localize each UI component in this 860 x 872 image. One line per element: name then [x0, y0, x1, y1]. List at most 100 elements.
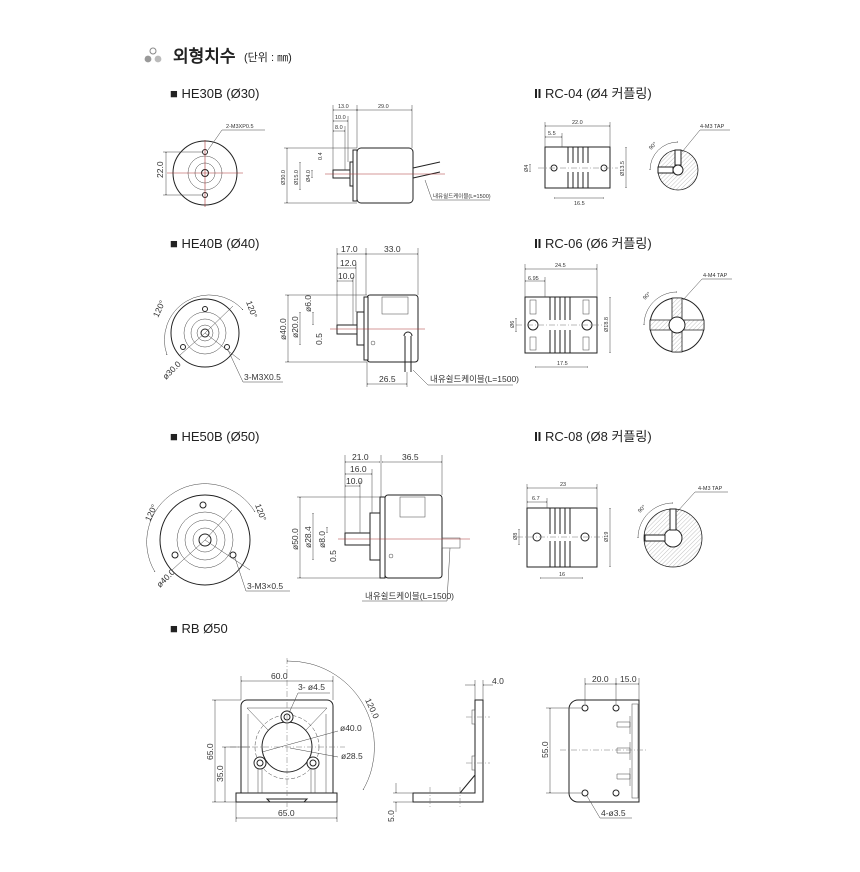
dim-36-5: 36.5: [402, 452, 419, 462]
dim-10: 10.0: [346, 476, 363, 486]
hole-label: 3-M3×0.5: [247, 581, 283, 591]
dim-dia-shaft: Ø4.0: [306, 170, 312, 182]
cable-label: 내유쉴드케이블(L=1500): [430, 374, 519, 384]
rb-side-view: 4.0 5.0: [386, 676, 504, 822]
dim-angle: 120.0: [363, 697, 381, 721]
dim-pitch: 17.5: [557, 361, 568, 367]
angle-2: 120°: [253, 502, 268, 522]
dim-length: 23: [560, 482, 566, 488]
dim-center-height: 35.0: [215, 765, 225, 782]
dim-13: 13.0: [338, 104, 349, 110]
dim-16: 16.0: [350, 464, 367, 474]
he40b-title: ■ HE40B (Ø40): [170, 236, 260, 251]
he40b-side-view: 17.0 33.0 12.0 10.0 ø40.0 ø20.0 ø6.0 0.5…: [278, 244, 519, 387]
he30b-section: ■ HE30B (Ø30) 22.0 2-M3XP0.5 13.0: [155, 86, 491, 207]
hole-label: 2-M3XP0.5: [226, 124, 254, 130]
he50b-title: ■ HE50B (Ø50): [170, 429, 260, 444]
three-dots-icon: [144, 47, 162, 63]
rc06-section: RC-06 (Ø6 커플링) 24.5 6.95 17.5 Ø6 Ø18.8 9…: [510, 236, 732, 368]
header: 외형치수 (단위 : ㎜): [144, 46, 292, 66]
dim-dia-body: ø50.0: [290, 528, 300, 550]
dim-dia-hub: Ø15.0: [294, 170, 300, 185]
dim-gap: 0.5: [314, 333, 324, 345]
dim-12: 12.0: [340, 258, 357, 268]
he50b-front-view: 120° 120° ø40.0 3-M3×0.5: [143, 483, 290, 592]
rb-title: ■ RB Ø50: [170, 621, 228, 636]
he40b-section: ■ HE40B (Ø40) 120° 120° ø30.0 3-M3X0.5: [151, 236, 519, 387]
dim-length: 22.0: [572, 120, 583, 126]
dim-8: 8.0: [335, 125, 343, 131]
dim-dia-body: Ø30.0: [281, 170, 287, 185]
he30b-title: ■ HE30B (Ø30): [170, 86, 260, 101]
dim-od: Ø18.8: [604, 317, 610, 332]
dim-pitch: 22.0: [155, 161, 165, 178]
page-title: 외형치수: [173, 46, 236, 66]
dim-od: Ø19: [604, 532, 610, 542]
angle: 90°: [637, 504, 647, 514]
rc04-section: RC-04 (Ø4 커플링) 22.0 5.5 16.5 Ø4 Ø13.5 90…: [524, 86, 730, 207]
angle-2: 120°: [244, 299, 259, 319]
dim-pitch-15: 15.0: [620, 674, 637, 684]
dim-width-base: 65.0: [278, 808, 295, 818]
angle: 90°: [648, 141, 658, 151]
dim-cable-pos: 26.5: [379, 374, 396, 384]
dim-bore: Ø8: [513, 533, 519, 540]
cable-label: 내유쉴드케이블(L=1500): [365, 591, 454, 601]
dim-dia-hub: ø20.0: [290, 316, 300, 338]
tap-label: 4-M3 TAP: [698, 486, 723, 492]
dim-pitch: 16.5: [574, 201, 585, 207]
dim-width-top: 60.0: [271, 671, 288, 681]
rc06-section-view: 90° 4-M4 TAP: [642, 273, 732, 353]
dim-pitch-20: 20.0: [592, 674, 609, 684]
dim-29: 29.0: [378, 104, 389, 110]
rc08-section: RC-08 (Ø8 커플링) 23 6.7 16 Ø8 Ø19 90° 4-M3…: [513, 429, 728, 579]
dim-dia-shaft: ø8.0: [317, 531, 327, 548]
he40b-front-view: 120° 120° ø30.0 3-M3X0.5: [151, 294, 283, 383]
dim-dia-hub: ø28.4: [303, 526, 313, 548]
he50b-section: ■ HE50B (Ø50) 120° 120° ø40.0 3-M3×0.5: [143, 429, 470, 602]
dim-vertical-pitch: 55.0: [540, 741, 550, 758]
dim-holes: 3- ø4.5: [298, 682, 325, 692]
rb-front-view: 60.0 3- ø4.5 120.0 ø40.0 ø28.5 65.0 35.0…: [205, 658, 381, 822]
dim-bore: Ø6: [510, 321, 516, 328]
dim-holes: 4-ø3.5: [601, 808, 626, 818]
angle: 90°: [642, 291, 652, 301]
dim-edge: 5.5: [548, 131, 556, 137]
he50b-side-view: 21.0 36.5 16.0 10.0 ø50.0 ø28.4 ø8.0 0.5…: [290, 452, 470, 602]
dim-21: 21.0: [352, 452, 369, 462]
dim-gap: 0.4: [318, 152, 324, 160]
dim-od: Ø13.5: [620, 161, 626, 176]
angle-1: 120°: [143, 503, 159, 523]
rc04-title: RC-04 (Ø4 커플링): [545, 86, 652, 101]
unit-label: (단위 : ㎜): [244, 51, 292, 64]
hole-label: 3-M3X0.5: [244, 372, 281, 382]
tap-label: 4-M4 TAP: [703, 273, 728, 279]
dim-gap: 0.5: [328, 550, 338, 562]
pcd: ø40.0: [154, 567, 177, 590]
rb-section: ■ RB Ø50 60.0 3- ø4.5 120.0 ø40.0 ø28.5: [170, 621, 648, 822]
dim-thickness-vertical: 4.0: [492, 676, 504, 686]
dim-17: 17.0: [341, 244, 358, 254]
dim-thickness-horizontal: 5.0: [386, 810, 396, 822]
dim-dia-body: ø40.0: [278, 318, 288, 340]
pcd: ø30.0: [160, 359, 183, 382]
dim-edge: 6.7: [532, 496, 540, 502]
dim-length: 24.5: [555, 263, 566, 269]
dim-10: 10.0: [335, 115, 346, 121]
cable-label: 내유쉴드케이블(L=1500): [433, 192, 491, 200]
rc08-side-view: 23 6.7 16 Ø8 Ø19: [513, 482, 611, 579]
dim-33: 33.0: [384, 244, 401, 254]
he30b-side-view: 13.0 29.0 10.0 8.0 Ø30.0 Ø15.0 Ø4.0 0.4 …: [281, 104, 491, 204]
dim-height: 65.0: [205, 743, 215, 760]
dim-bore-40: ø40.0: [340, 723, 362, 733]
he30b-front-view: 22.0 2-M3XP0.5: [155, 124, 265, 207]
rc04-side-view: 22.0 5.5 16.5 Ø4 Ø13.5: [524, 120, 627, 207]
rc06-title: RC-06 (Ø6 커플링): [545, 236, 652, 251]
rc04-section-view: 90° 4-M3 TAP: [648, 124, 730, 191]
tap-label: 4-M3 TAP: [700, 124, 725, 130]
dim-edge: 6.95: [528, 276, 539, 282]
rc08-section-view: 90° 4-M3 TAP: [637, 486, 728, 568]
dim-pitch: 16: [559, 572, 565, 578]
angle-1: 120°: [151, 299, 167, 319]
